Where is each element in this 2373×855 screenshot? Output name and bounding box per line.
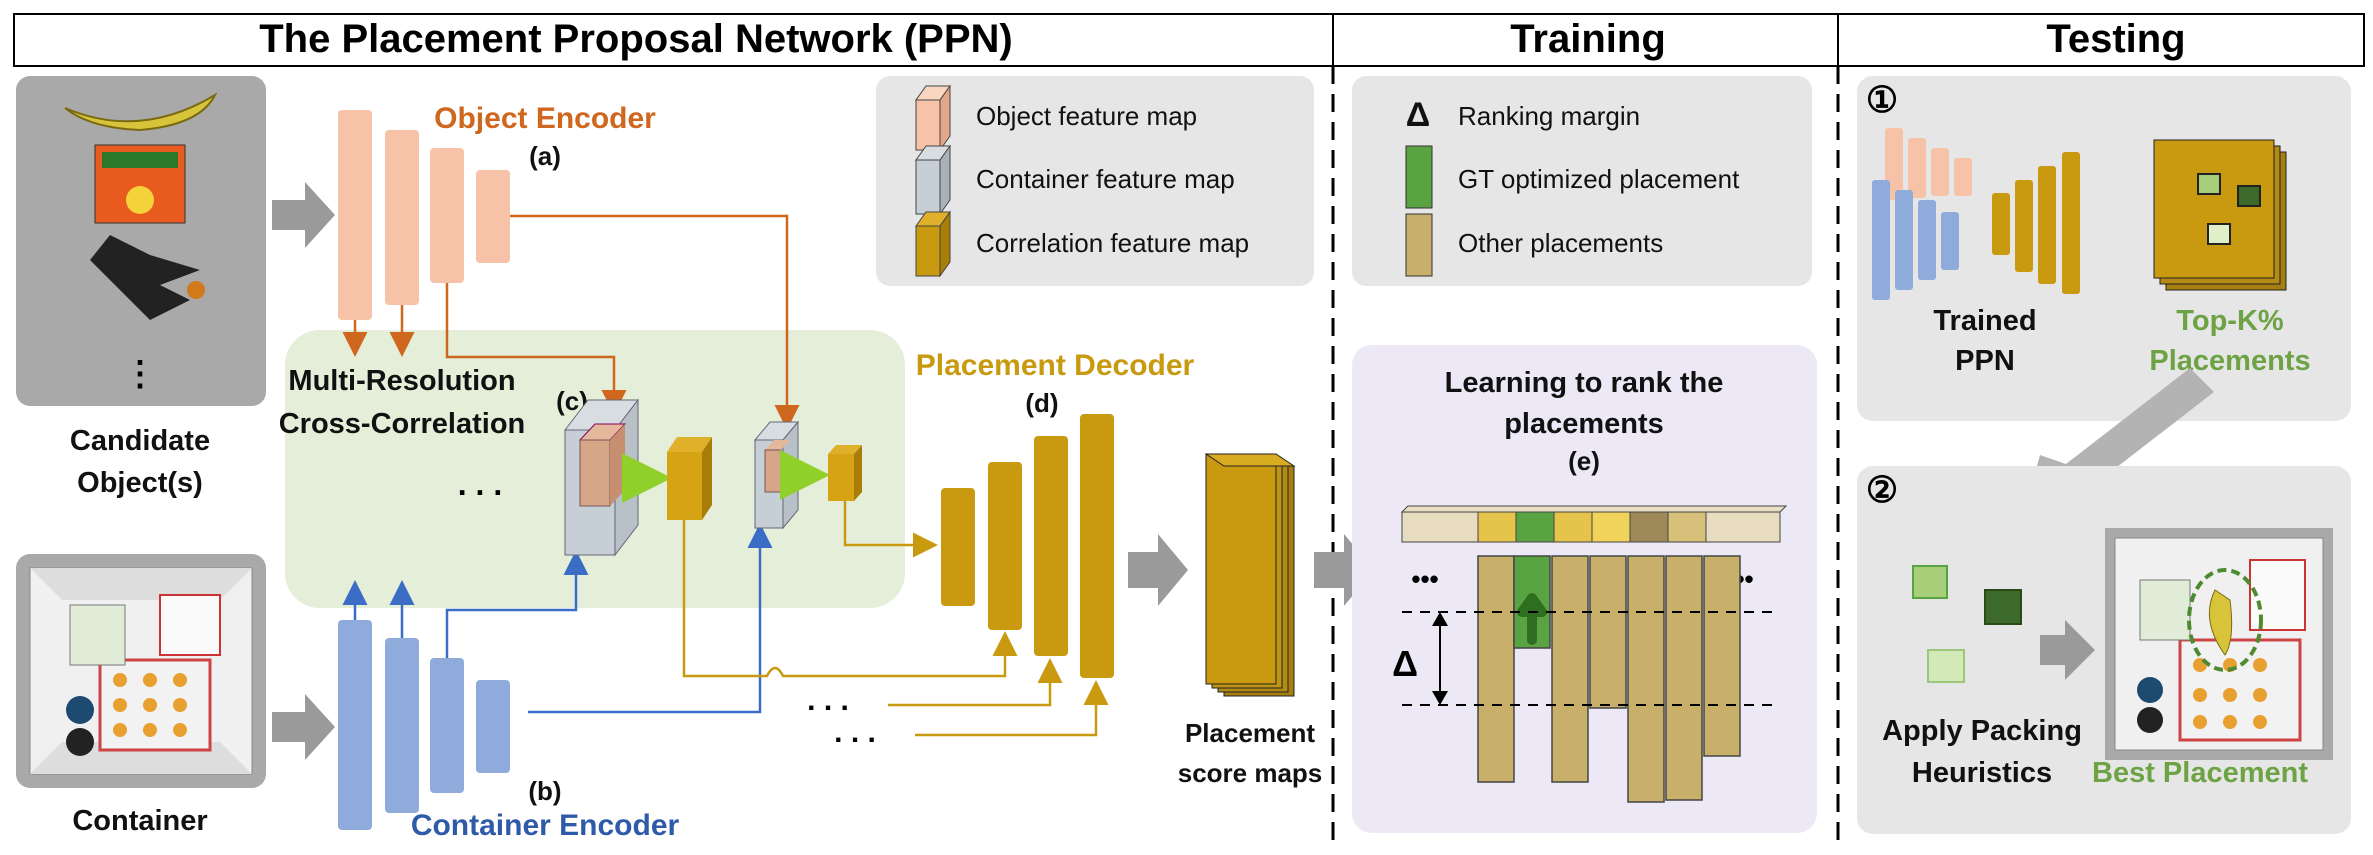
- best-placement-label: Best Placement: [2092, 757, 2308, 789]
- legend-other-swatch: [1405, 213, 1433, 277]
- container-encoder-label: Container Encoder: [411, 809, 680, 842]
- heuristics-label-2: Heuristics: [1912, 757, 2052, 789]
- candidate-placement-2: [1984, 589, 2022, 625]
- testing-header: Testing: [2046, 17, 2185, 61]
- arrow-objects-to-encoder: [272, 182, 335, 248]
- heuristics-label-1: Apply Packing: [1882, 715, 2082, 747]
- candidate-label-1: Candidate: [70, 425, 210, 457]
- legend-correlation-label: Correlation feature map: [976, 228, 1249, 258]
- trained-label-2: PPN: [1955, 345, 2015, 377]
- arrow-container-to-encoder: [272, 694, 335, 760]
- candidate-placement-3: [1927, 649, 1965, 683]
- training-legend: [1352, 76, 1812, 286]
- legend-container-label: Container feature map: [976, 164, 1235, 194]
- ppn-header: The Placement Proposal Network (PPN): [259, 17, 1013, 61]
- orange-connector-1: [445, 283, 627, 415]
- score-maps-label-2: score maps: [1178, 758, 1323, 788]
- label-a: (a): [529, 141, 561, 171]
- banana-image: [64, 92, 218, 132]
- container-encoder: [338, 620, 510, 830]
- cross-corr-label-2: Cross-Correlation: [279, 408, 526, 440]
- cross-corr-ellipsis: . . .: [458, 466, 502, 502]
- arrow-to-score-maps: [1128, 534, 1188, 606]
- trained-label-1: Trained: [1933, 305, 2036, 337]
- candidate-label-2: Object(s): [77, 467, 203, 499]
- correlation-output-1: [667, 437, 712, 520]
- label-e: (e): [1568, 446, 1600, 476]
- score-maps-stack: [1204, 453, 1296, 697]
- candidate-objects-panel: [16, 76, 266, 406]
- placement-decoder: [941, 414, 1114, 678]
- trained-ppn-icon: [1872, 128, 2080, 300]
- legend-delta-symbol: Δ: [1406, 96, 1430, 134]
- legend-container-swatch: [915, 144, 951, 216]
- arrow-to-best: [2040, 620, 2095, 680]
- ranking-strip: [1400, 505, 1788, 543]
- correlation-output-2: [828, 445, 862, 501]
- object-encoder: [338, 110, 510, 320]
- orange-connector-2: [510, 214, 800, 430]
- rank-bars: [1477, 555, 1741, 803]
- ppn-legend: [876, 76, 1314, 286]
- decoder-ellipsis-2: . . .: [834, 716, 876, 749]
- correlation-block-2: [753, 420, 800, 530]
- decoder-ellipsis-1: . . .: [807, 684, 849, 717]
- gold-connector-4: [915, 680, 1109, 737]
- placement-decoder-label: Placement Decoder: [916, 349, 1195, 382]
- correlation-block-1: [563, 398, 640, 557]
- training-header: Training: [1510, 17, 1666, 61]
- gold-connector-2: [682, 520, 1018, 678]
- legend-other-label: Other placements: [1458, 228, 1663, 258]
- header-bar: [13, 13, 2365, 67]
- margin-delta: Δ: [1392, 643, 1418, 684]
- legend-object-swatch: [915, 84, 951, 152]
- best-placement-image: [2105, 528, 2333, 760]
- topk-stack: [2153, 139, 2287, 291]
- cross-corr-label-1: Multi-Resolution: [288, 365, 515, 397]
- legend-object-label: Object feature map: [976, 101, 1197, 131]
- label-b: (b): [528, 776, 561, 806]
- blue-connector-1: [445, 550, 589, 658]
- legend-correlation-swatch: [915, 210, 951, 278]
- topk-label-1: Top-K%: [2176, 305, 2284, 337]
- label-d: (d): [1025, 388, 1058, 418]
- step-1: ①: [1866, 79, 1898, 120]
- gold-connector-3: [888, 658, 1063, 707]
- score-maps-label-1: Placement: [1185, 718, 1315, 748]
- step-2: ②: [1866, 469, 1898, 510]
- candidate-placement-1: [1912, 565, 1948, 599]
- rank-dots-left: •••: [1411, 564, 1438, 594]
- container-label: Container: [72, 805, 207, 837]
- legend-ranking-margin: Ranking margin: [1458, 101, 1640, 131]
- object-encoder-label: Object Encoder: [434, 102, 656, 135]
- blue-connector-2: [528, 523, 773, 714]
- rank-title-1: Learning to rank the: [1445, 367, 1724, 399]
- legend-gt-label: GT optimized placement: [1458, 164, 1740, 194]
- rank-title-2: placements: [1504, 408, 1664, 440]
- clamp-image: [90, 235, 200, 320]
- gold-connector-1: [843, 501, 938, 558]
- legend-gt-swatch: [1405, 145, 1433, 209]
- vertical-dots: ⋮: [123, 355, 157, 393]
- topk-label-2: Placements: [2149, 345, 2310, 377]
